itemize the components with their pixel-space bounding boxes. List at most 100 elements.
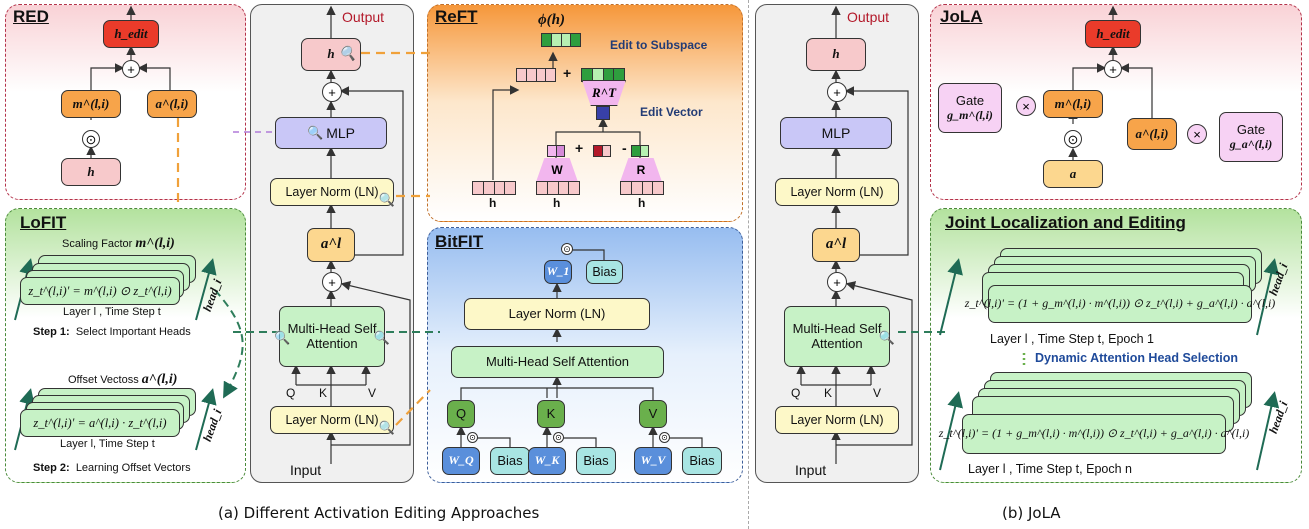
tb-a-label: a^l xyxy=(825,236,847,253)
reft-r-label: R xyxy=(636,163,646,177)
bitfit-ln-box: Layer Norm (LN) xyxy=(464,298,650,330)
jola-gm-symbol: g_m^(l,i) xyxy=(947,107,993,122)
reft-plus: + xyxy=(563,65,572,81)
joint-formula-top-text: z_t^(l,i)' = (1 + g_m^(l,i) · m^(l,i)) ⊙… xyxy=(964,296,1276,311)
jola-ga-symbol: g_a^(l,i) xyxy=(1229,136,1273,151)
reft-minus: - xyxy=(622,140,627,156)
tb-ln-top-label: Layer Norm (LN) xyxy=(790,184,884,199)
joint-formula-top: z_t^(l,i)' = (1 + g_m^(l,i) · m^(l,i)) ⊙… xyxy=(965,285,1275,323)
bitfit-title: BitFIT xyxy=(435,232,484,251)
ta-output-label: Output xyxy=(342,9,385,25)
ta-mhsa-search-right-icon: 🔍 xyxy=(373,330,390,345)
tb-k-label: K xyxy=(824,386,833,400)
ta-plus-mid: + xyxy=(322,272,342,292)
reft-plus-2: + xyxy=(575,140,584,156)
tb-mhsa-label: Multi-Head Self Attention xyxy=(792,320,882,351)
reft-h-label-3: h xyxy=(638,196,646,210)
red-plus-node: + xyxy=(122,60,140,78)
jola-a-box: a xyxy=(1043,160,1103,188)
lofit-layer-2: Layer l, Time Step t xyxy=(60,438,155,450)
joint-formula-bottom: z_t^(l,i)' = (1 + g_m^(l,i) · m^(l,i)) ⊙… xyxy=(939,414,1249,454)
bitfit-bias-q: Bias xyxy=(490,447,530,475)
ta-input-label: Input xyxy=(290,462,322,478)
reft-w-label: W xyxy=(551,163,563,177)
reft-h-label-1: h xyxy=(489,196,497,210)
offset-symbol: a^(l,i) xyxy=(141,372,178,387)
bitfit-dot-top: ⊙ xyxy=(561,243,573,255)
tb-ln-top: Layer Norm (LN) xyxy=(775,178,899,206)
jola-h-edit: h_edit xyxy=(1085,20,1141,48)
reft-r-out xyxy=(631,145,649,157)
lofit-formula-2: z_t^(l,i)' = a^(l,i) · z_t^(l,i) xyxy=(20,409,180,437)
section-separator xyxy=(748,0,749,529)
ta-ln-top: Layer Norm (LN)🔍 xyxy=(270,178,395,207)
bitfit-mhsa-label: Multi-Head Self Attention xyxy=(485,353,630,369)
tb-mhsa-box: Multi-Head Self Attention🔍 xyxy=(784,306,895,367)
red-m-box: m^(l,i) xyxy=(61,90,121,118)
tb-a-box: a^l xyxy=(812,228,860,262)
lofit-title: LoFIT xyxy=(20,213,67,232)
ta-mhsa-label: Multi-Head Self Attention xyxy=(287,320,377,351)
reft-h-vector-1 xyxy=(472,181,516,195)
lofit-layer-1: Layer l , Time Step t xyxy=(63,306,161,318)
tb-ln-bottom-label: Layer Norm (LN) xyxy=(790,412,884,427)
tb-h-box: h xyxy=(806,38,866,71)
joint-layer-top: Layer l , Time Step t, Epoch 1 xyxy=(990,332,1154,346)
bitfit-bias-v-label: Bias xyxy=(689,452,715,468)
ta-mhsa-box: Multi-Head Self Attention🔍 🔍 xyxy=(274,306,390,367)
caption-right: (b) JoLA xyxy=(1002,504,1061,522)
jola-gate-m-label: Gate xyxy=(955,92,985,108)
bitfit-bias-top-label: Bias xyxy=(592,264,617,279)
ta-a-box: a^l xyxy=(307,228,355,262)
caption-left: (a) Different Activation Editing Approac… xyxy=(218,504,540,522)
bitfit-q-label: Q xyxy=(455,405,467,421)
bitfit-ln-label: Layer Norm (LN) xyxy=(508,305,606,321)
ta-k-label: K xyxy=(319,386,328,400)
bitfit-q-box: Q xyxy=(447,400,475,428)
reft-h-vector-left xyxy=(516,68,556,82)
ta-mlp-box: 🔍MLP xyxy=(275,117,387,149)
tb-mhsa-search-icon: 🔍 xyxy=(878,330,895,345)
ta-h-search-icon: 🔍 xyxy=(338,47,356,62)
jola-dot-node: ⊙ xyxy=(1064,130,1082,148)
jola-m-label: m^(l,i) xyxy=(1054,95,1092,111)
tb-mlp-label: MLP xyxy=(821,124,851,141)
joint-layer-bottom: Layer l , Time Step t, Epoch n xyxy=(968,462,1132,476)
bitfit-k-label: K xyxy=(546,405,556,421)
bitfit-k-box: K xyxy=(537,400,565,428)
lofit-formula-1: z_t^(l,i)' = m^(l,i) ⊙ z_t^(l,i) xyxy=(20,277,180,305)
bitfit-wk-label: W_K xyxy=(534,453,560,468)
bitfit-bias-k-label: Bias xyxy=(583,452,609,468)
red-h-box: h xyxy=(61,158,121,186)
bitfit-w1-label: W_1 xyxy=(546,264,570,279)
jola-m-box: m^(l,i) xyxy=(1043,90,1103,118)
jola-a-label: a xyxy=(1069,165,1077,181)
ta-mlp-label: MLP xyxy=(326,124,355,141)
joint-title: Joint Localization and Editing xyxy=(945,213,1186,232)
ta-a-label: a^l xyxy=(320,236,342,253)
tb-v-label: V xyxy=(873,386,882,400)
offset-label-text: Offset Vectoss xyxy=(68,374,139,386)
lofit-step-2: Step 2: Learning Offset Vectors xyxy=(33,462,191,474)
step1-bold: Step 1: xyxy=(33,326,70,338)
lofit-scaling-label: Scaling Factor m^(l,i) xyxy=(62,236,175,252)
bitfit-v-label: V xyxy=(648,405,658,421)
ta-mhsa-search-left-icon: 🔍 xyxy=(274,330,291,345)
lofit-panel xyxy=(5,208,246,483)
step2-bold: Step 2: xyxy=(33,462,70,474)
red-h-edit: h_edit xyxy=(103,20,159,48)
jola-a-gate-label: a^(l,i) xyxy=(1135,125,1169,141)
lofit-formula-2-text: z_t^(l,i)' = a^(l,i) · z_t^(l,i) xyxy=(33,415,167,430)
tb-q-label: Q xyxy=(791,386,801,400)
jola-plus-node: + xyxy=(1104,60,1122,78)
ta-ln-bottom-search-icon: 🔍 xyxy=(378,420,395,435)
jola-times-a: × xyxy=(1187,124,1207,144)
reft-phi-vector xyxy=(541,33,581,47)
lofit-formula-1-text: z_t^(l,i)' = m^(l,i) ⊙ z_t^(l,i) xyxy=(28,283,172,298)
red-a-label: a^(l,i) xyxy=(155,95,189,111)
step1-text: Select Important Heads xyxy=(75,326,191,338)
lofit-step-1: Step 1: Select Important Heads xyxy=(33,326,191,338)
reft-phi: ϕ(h) xyxy=(538,12,566,28)
bitfit-dot-q: ⊙ xyxy=(467,432,478,443)
